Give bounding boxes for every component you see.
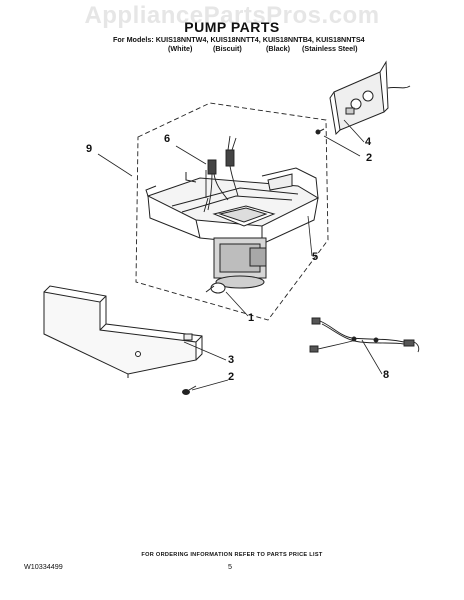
- screw-lower: [183, 386, 197, 395]
- callout-3: 3: [228, 354, 235, 366]
- callout-1: 1: [248, 312, 255, 324]
- callout-2-upper: 2: [366, 152, 373, 164]
- callout-2-lower: 2: [228, 371, 235, 383]
- callout-4: 4: [365, 136, 372, 148]
- assembly-boundary: [135, 102, 329, 321]
- watermark: AppliancePartsPros.com: [84, 2, 380, 29]
- leader-lines: [97, 119, 383, 391]
- callout-6: 6: [164, 133, 171, 145]
- color-stainless-steel: (Stainless Steel): [302, 44, 358, 53]
- color-white: (White): [168, 44, 193, 53]
- pump-motor: [206, 238, 266, 293]
- models-line: For Models: KUIS18NNTW4, KUIS18NNTT4, KU…: [113, 35, 365, 44]
- color-biscuit: (Biscuit): [213, 44, 242, 53]
- cover-panel: [44, 286, 202, 378]
- page-number: 5: [228, 562, 232, 571]
- callout-9: 9: [86, 143, 93, 155]
- page-title: PUMP PARTS: [184, 19, 280, 35]
- document-number: W10334499: [24, 562, 63, 571]
- callout-8: 8: [383, 369, 390, 381]
- ordering-note: FOR ORDERING INFORMATION REFER TO PARTS …: [141, 552, 323, 558]
- callout-5: 5: [312, 251, 319, 263]
- top-wire-harness: [204, 136, 238, 212]
- pump-bracket: [146, 168, 318, 244]
- color-black: (Black): [266, 44, 290, 53]
- wire-harness: [310, 318, 419, 352]
- mounting-plate: [316, 62, 410, 134]
